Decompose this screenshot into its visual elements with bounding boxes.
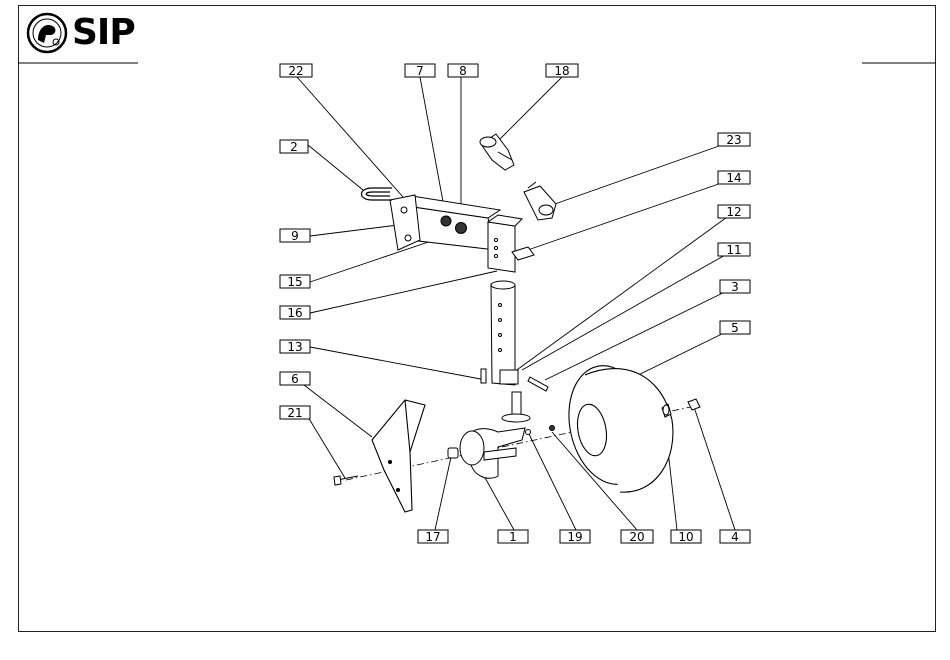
callout-11: 11 — [718, 243, 750, 257]
callout-10: 10 — [671, 530, 701, 544]
callout-22: 22 — [280, 64, 312, 78]
callout-label-17: 17 — [425, 530, 440, 544]
callout-label-7: 7 — [416, 64, 424, 78]
callout-14: 14 — [718, 171, 750, 185]
callout-label-9: 9 — [291, 229, 299, 243]
callout-15: 15 — [280, 275, 310, 289]
callout-label-23: 23 — [726, 133, 741, 147]
callout-18: 18 — [546, 64, 578, 78]
washer-parts-19-20 — [526, 426, 555, 435]
callout-7: 7 — [405, 64, 435, 78]
callout-6: 6 — [280, 372, 310, 386]
fork-arm-part-1 — [460, 428, 525, 478]
clamp-part-23 — [524, 182, 556, 220]
callout-label-2: 2 — [290, 140, 298, 154]
callout-label-10: 10 — [678, 530, 693, 544]
u-bolt-part-2 — [362, 188, 393, 200]
callout-label-22: 22 — [288, 64, 303, 78]
callout-label-3: 3 — [731, 280, 739, 294]
callout-2: 2 — [280, 140, 308, 154]
handle-grip-part-18 — [480, 134, 514, 170]
callout-label-4: 4 — [731, 530, 739, 544]
tube-bracket-assembly — [390, 195, 530, 422]
callout-20: 20 — [621, 530, 653, 544]
pin-part-3 — [528, 377, 548, 391]
callout-label-16: 16 — [287, 306, 302, 320]
callout-4: 4 — [720, 530, 750, 544]
callout-label-19: 19 — [567, 530, 582, 544]
callout-label-5: 5 — [731, 321, 739, 335]
callout-label-8: 8 — [459, 64, 467, 78]
bolt-part-21 — [334, 476, 358, 485]
callout-17: 17 — [418, 530, 448, 544]
callout-13: 13 — [280, 340, 310, 354]
spacer-part-17 — [448, 448, 458, 458]
callout-label-13: 13 — [287, 340, 302, 354]
callout-label-1: 1 — [509, 530, 517, 544]
callout-21: 21 — [280, 406, 310, 420]
callout-12: 12 — [718, 205, 750, 219]
callout-5: 5 — [720, 321, 750, 335]
nut-parts-10-4 — [662, 399, 700, 417]
callout-label-21: 21 — [287, 406, 302, 420]
leader-lines — [297, 77, 736, 530]
callout-label-15: 15 — [287, 275, 302, 289]
mudguard-part-6 — [372, 400, 425, 512]
callout-label-11: 11 — [726, 243, 741, 257]
callout-8: 8 — [448, 64, 478, 78]
pin-part-13 — [481, 369, 486, 383]
callout-19: 19 — [560, 530, 590, 544]
callout-label-18: 18 — [554, 64, 569, 78]
callout-9: 9 — [280, 229, 310, 243]
callout-1: 1 — [498, 530, 528, 544]
callout-label-12: 12 — [726, 205, 741, 219]
callout-label-6: 6 — [291, 372, 299, 386]
callout-3: 3 — [720, 280, 750, 294]
callout-label-14: 14 — [726, 171, 741, 185]
callout-16: 16 — [280, 306, 310, 320]
callout-label-20: 20 — [629, 530, 644, 544]
wheel-part-5 — [558, 358, 673, 492]
callout-23: 23 — [718, 133, 750, 147]
